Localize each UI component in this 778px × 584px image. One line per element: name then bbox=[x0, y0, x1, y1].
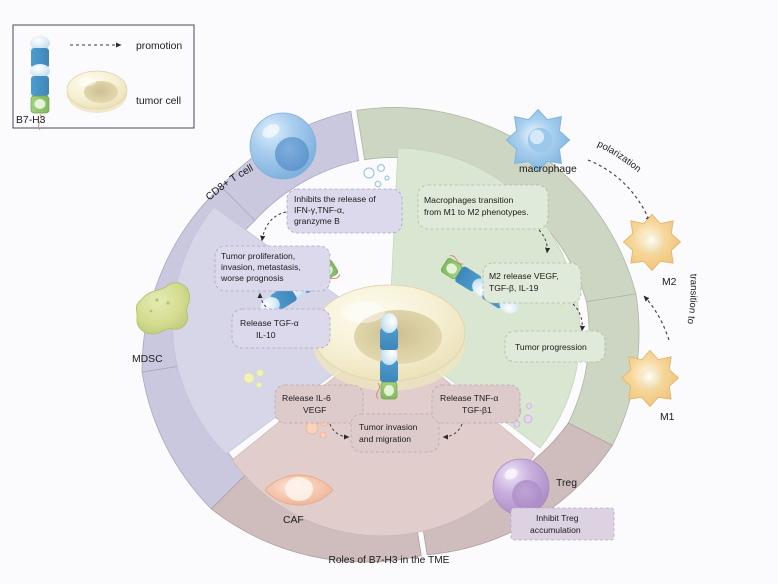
callout-cd8-release-line-0: Release TGF-α bbox=[240, 318, 299, 328]
label-transition-to: transition to bbox=[684, 273, 698, 324]
callout-cd8-release[interactable]: Release TGF-α IL-10 bbox=[231, 308, 331, 349]
callout-m2-release-line-0: M2 release VEGF, bbox=[489, 271, 559, 281]
callout-cd8-inhibit-line-1: IFN-γ,TNF-α, bbox=[294, 205, 344, 215]
label-macrophage: macrophage bbox=[519, 164, 577, 175]
callout-caf-tnf-line-1: TGF-β1 bbox=[462, 405, 492, 415]
callout-caf-tnf-line-0: Release TNF-α bbox=[440, 393, 498, 403]
legend-promotion-label: promotion bbox=[136, 41, 182, 52]
treg-cell-icon bbox=[492, 458, 550, 516]
macrophage-cell-icon bbox=[505, 108, 571, 173]
m2-cell-icon bbox=[622, 213, 682, 272]
callout-tumor-prog-line-0: Tumor progression bbox=[515, 342, 587, 352]
callout-treg-inhibit-line-1: accumulation bbox=[530, 525, 581, 535]
callout-cd8-prolif-line-2: worse prognosis bbox=[220, 273, 284, 283]
label-m2: M2 bbox=[662, 277, 677, 288]
callouts: Inhibits the release of IFN-γ,TNF-α, gra… bbox=[214, 184, 615, 541]
callout-caf-il6-line-1: VEGF bbox=[303, 405, 326, 415]
callout-caf-invasion[interactable]: Tumor invasion and migration bbox=[350, 413, 440, 453]
label-treg: Treg bbox=[556, 478, 577, 489]
ring-arrows bbox=[587, 159, 670, 341]
arrow-caf-tnf bbox=[442, 423, 463, 440]
legend-tumor-cell-label: tumor cell bbox=[136, 96, 181, 107]
callout-caf-invasion-line-1: and migration bbox=[359, 434, 411, 444]
callout-mac-transition-line-1: from M1 to M2 phenotypes. bbox=[424, 207, 529, 217]
vesicles-cd8-top bbox=[363, 164, 390, 188]
arrow-m2-release bbox=[572, 303, 586, 332]
mdsc-cell-icon bbox=[135, 282, 191, 335]
callout-treg-inhibit-line-0: Inhibit Treg bbox=[536, 513, 579, 523]
callout-m2-release-line-1: TGF-β, IL-19 bbox=[489, 283, 539, 293]
callout-caf-tnf[interactable]: Release TNF-α TGF-β1 bbox=[431, 384, 521, 424]
b7h3-molecule-caf bbox=[376, 313, 398, 400]
m1-cell-icon bbox=[620, 349, 680, 408]
legend-b7h3-icon bbox=[30, 36, 50, 131]
callout-cd8-inhibit[interactable]: Inhibits the release of IFN-γ,TNF-α, gra… bbox=[286, 188, 403, 234]
callout-cd8-inhibit-line-2: granzyme B bbox=[294, 216, 340, 226]
callout-cd8-inhibit-line-0: Inhibits the release of bbox=[294, 194, 376, 204]
legend-tumor-cell-icon bbox=[66, 70, 128, 113]
callout-caf-il6[interactable]: Release IL-6 VEGF bbox=[274, 384, 364, 424]
cd8-t-cell-icon bbox=[249, 112, 317, 180]
callout-tumor-prog[interactable]: Tumor progression bbox=[504, 330, 606, 363]
transition-arrow bbox=[643, 295, 670, 341]
callout-mac-transition-line-0: Macrophages transition bbox=[424, 195, 514, 205]
label-mdsc: MDSC bbox=[132, 354, 163, 365]
caf-cell-icon bbox=[264, 474, 334, 506]
callout-caf-il6-line-0: Release IL-6 bbox=[282, 393, 331, 403]
callout-cd8-prolif-line-1: invasion, metastasis, bbox=[221, 262, 301, 272]
label-m1: M1 bbox=[660, 412, 675, 423]
callout-mac-transition[interactable]: Macrophages transition from M1 to M2 phe… bbox=[417, 184, 549, 230]
callout-m2-release[interactable]: M2 release VEGF, TGF-β, IL-19 bbox=[482, 262, 582, 304]
arrow-cd8-inhibit bbox=[260, 211, 287, 242]
arrow-caf-il6 bbox=[329, 423, 350, 440]
callout-cd8-release-line-1: IL-10 bbox=[256, 330, 276, 340]
legend-b7h3-label: B7-H3 bbox=[16, 115, 46, 126]
figure-caption: Roles of B7-H3 in the TME bbox=[329, 555, 450, 566]
arrow-cd8-release bbox=[257, 292, 267, 308]
callout-treg-inhibit[interactable]: Inhibit Treg accumulation bbox=[510, 507, 615, 541]
callout-cd8-prolif[interactable]: Tumor proliferation, invasion, metastasi… bbox=[214, 245, 331, 292]
label-caf: CAF bbox=[283, 515, 304, 526]
callout-cd8-prolif-line-0: Tumor proliferation, bbox=[221, 251, 295, 261]
arrow-mac-transition bbox=[538, 229, 551, 254]
vesicles-cd8-bottom bbox=[243, 369, 264, 388]
callout-caf-invasion-line-0: Tumor invasion bbox=[359, 422, 418, 432]
legend-box: B7-H3 promotion tumor cell bbox=[12, 24, 195, 131]
